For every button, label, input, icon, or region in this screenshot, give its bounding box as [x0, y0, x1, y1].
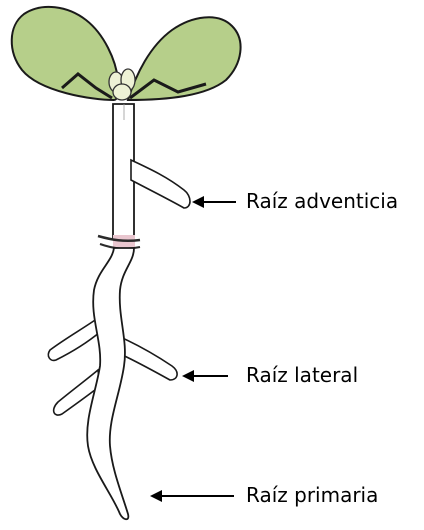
adventitious-root	[131, 160, 190, 208]
arrow-primary	[150, 490, 234, 502]
collar-band	[98, 235, 140, 249]
arrow-adventitious	[192, 196, 236, 208]
cotyledons	[12, 7, 241, 100]
lateral-root-upper-left	[48, 318, 100, 360]
adventitious-root-label: Raíz adventicia	[246, 189, 398, 213]
primary-root-label: Raíz primaria	[246, 483, 378, 507]
lateral-root-label: Raíz lateral	[246, 363, 358, 387]
arrow-lateral	[182, 370, 228, 382]
